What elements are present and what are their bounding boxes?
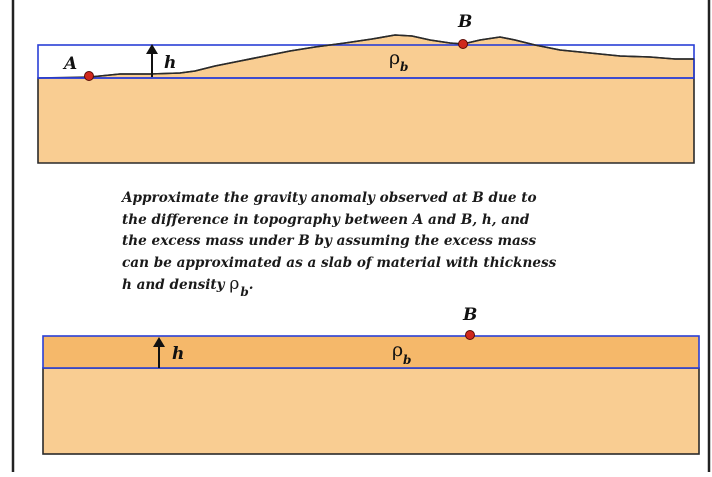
density-subscript: b <box>400 60 408 74</box>
station-b-label: B <box>457 12 472 32</box>
bottom-station-b-label: B <box>462 305 477 325</box>
caption-density-symbol: ρ <box>229 274 240 294</box>
station-a-label: A <box>62 54 77 74</box>
caption-density-subscript: b <box>240 285 249 299</box>
bottom-station-b-marker <box>465 330 475 340</box>
bottom-ground-body <box>42 367 700 455</box>
top-panel: A B h ρ b <box>37 12 695 164</box>
bottom-height-arrow <box>153 337 165 368</box>
caption-line-4: can be approximated as a slab of materia… <box>122 254 557 271</box>
caption-line-3: the excess mass under B by assuming the … <box>122 233 537 249</box>
bottom-slab <box>42 335 700 369</box>
bottom-density-subscript: b <box>403 353 411 367</box>
bottom-density-symbol: ρ <box>392 339 403 361</box>
density-symbol: ρ <box>389 47 400 69</box>
caption-line-2: the difference in topography between A a… <box>122 211 530 228</box>
height-label: h <box>164 53 176 73</box>
diagram-caption: Approximate the gravity anomaly observed… <box>122 188 682 299</box>
station-a-marker <box>84 71 94 81</box>
top-topography-line <box>89 34 694 78</box>
station-b-marker <box>458 39 468 49</box>
caption-period: . <box>248 277 254 293</box>
height-arrow <box>146 44 158 77</box>
bottom-panel: B h ρ b <box>42 305 700 455</box>
caption-line-5-text: h and density <box>122 277 230 293</box>
bottom-height-label: h <box>172 344 184 364</box>
caption-line-5: h and density ρb. <box>122 274 682 299</box>
caption-line-1: Approximate the gravity anomaly observed… <box>122 190 537 206</box>
